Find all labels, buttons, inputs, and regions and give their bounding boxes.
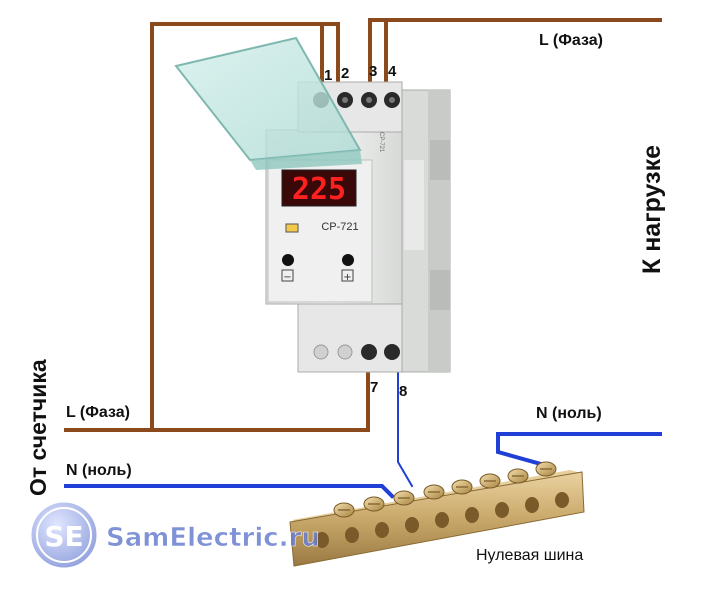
minus-button[interactable] [282,254,294,266]
plus-symbol: + [343,272,351,283]
label-neutral-bus: Нулевая шина [476,547,583,564]
plus-button[interactable] [342,254,354,266]
label-from-meter: От счетчика [25,359,51,496]
phase-wire-load-outer [368,18,662,84]
label-neutral-left: N (ноль) [66,462,132,479]
model-name: CP-721 [321,221,358,233]
status-led [285,223,299,233]
phase-wire-outer [150,22,340,432]
terminal-3: 3 [369,63,377,80]
label-phase-top: L (Фаза) [539,32,603,49]
neutral-wire-left [64,484,395,499]
logo-text: SamElectric.ru [106,523,320,553]
label-neutral-right: N (ноль) [536,405,602,422]
bus-bar-screws [333,461,557,518]
neutral-bus-bar [289,461,585,567]
logo-initials: SE [44,520,83,553]
label-phase-left: L (Фаза) [66,404,130,421]
phase-wire-inner [64,370,370,432]
voltage-relay: CP-721 225 CP-721 − + [174,36,451,373]
neutral-wire-terminal-8 [397,371,414,488]
label-to-load: К нагрузке [638,145,666,274]
terminal-4: 4 [388,63,397,80]
terminal-7: 7 [370,379,378,396]
samelectric-logo: SE SamElectric.ru [28,499,320,571]
bottom-screws [313,344,400,360]
neutral-wires [64,371,662,499]
side-marking: CP-721 [378,132,384,153]
display-value: 225 [292,172,346,207]
terminal-2: 2 [341,65,349,82]
bottom-terminal-block [297,303,403,373]
terminal-1: 1 [324,67,332,84]
led-display [281,169,357,207]
minus-symbol: − [283,272,291,283]
bus-bar-holes [315,492,569,548]
logo-badge [28,499,100,571]
phase-wires [64,18,662,432]
terminal-numbers: 1 2 3 4 7 8 [324,63,407,400]
terminal-8: 8 [399,383,407,400]
neutral-wire-right [496,432,662,469]
